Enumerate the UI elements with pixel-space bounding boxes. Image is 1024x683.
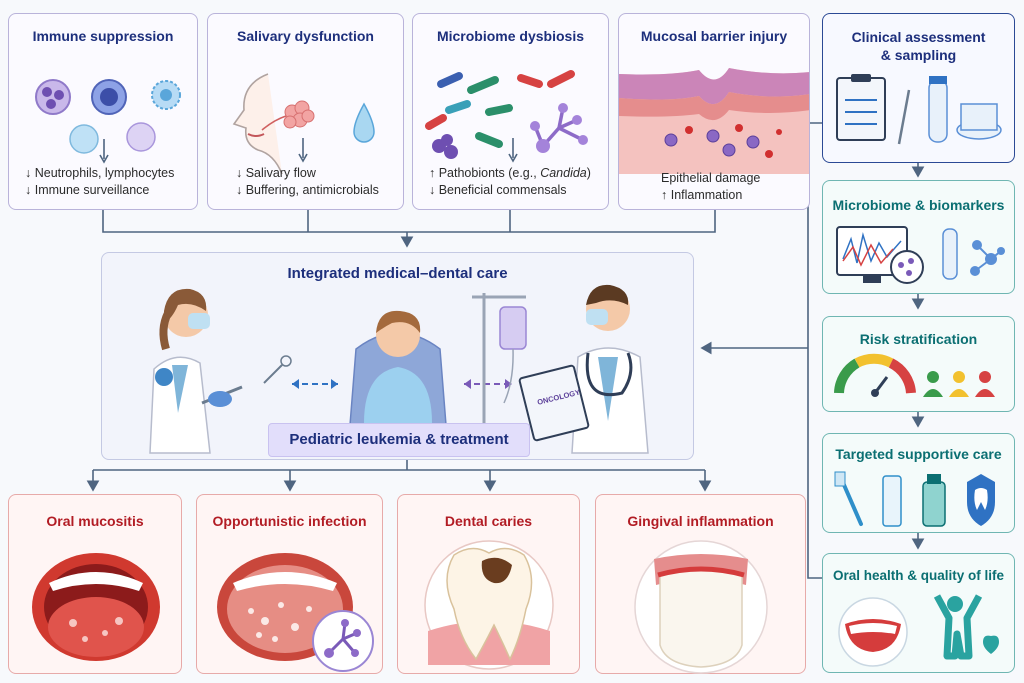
- dental-caries-card: Dental caries: [397, 494, 580, 674]
- card-title: Immune suppression: [32, 28, 174, 44]
- card-title: Oral health & quality of life: [832, 568, 1005, 583]
- care-team-illustration: ONCOLOGY: [149, 284, 649, 454]
- oral-health-quality-card: Oral health & quality of life: [822, 553, 1015, 673]
- card-title: Dental caries: [444, 513, 533, 529]
- test-tube-icon: [942, 228, 958, 280]
- card-description: ↓ Neutrophils, lymphocytes ↓ Immune surv…: [25, 166, 175, 197]
- clinical-assessment-card: Clinical assessment & sampling: [822, 13, 1015, 163]
- gauge-icon: [834, 353, 995, 397]
- card-title: Opportunistic infection: [212, 513, 367, 529]
- child-patient-icon: [349, 310, 447, 426]
- people-icon: [923, 371, 995, 397]
- card-description: ↑ Pathobionts (e.g., Candida) ↓ Benefici…: [429, 166, 591, 197]
- card-title: Microbiome & biomarkers: [832, 197, 1005, 213]
- gum-icon: [634, 540, 768, 674]
- card-title: Risk stratification: [859, 331, 978, 347]
- card-description: Epithelial damage ↑ Inflammation: [661, 171, 761, 202]
- card-title: Microbiome dysbiosis: [436, 28, 585, 44]
- oncologist-icon: ONCOLOGY: [518, 284, 649, 454]
- quality-of-life-icons: [838, 594, 999, 667]
- card-title: Targeted supportive care: [835, 446, 1002, 462]
- card-title: Clinical assessment & sampling: [851, 29, 986, 63]
- mouthwash-icon: [922, 481, 946, 527]
- open-mouth-icon: [217, 553, 374, 672]
- card-title: Gingival inflammation: [627, 513, 774, 529]
- risk-stratification-card: Risk stratification: [822, 316, 1015, 412]
- card-title: Oral mucositis: [46, 513, 144, 529]
- dentist-icon: [149, 288, 292, 454]
- water-drop-icon: [353, 102, 375, 143]
- microbiome-dysbiosis-card: Microbiome dysbiosis ↑ Pathobionts (e.g.…: [412, 13, 609, 210]
- patient-label: Pediatric leukemia & treatment: [268, 423, 530, 457]
- clipboard-icon: [836, 77, 886, 141]
- bacteria-icon: [425, 70, 588, 163]
- salivary-dysfunction-card: Salivary dysfunction ↓ Salivary flow ↓ B…: [207, 13, 404, 210]
- immune-suppression-card: Immune suppression ↓ Neutrophils, lympho…: [8, 13, 198, 210]
- iv-drip-icon: [472, 293, 527, 431]
- card-title: Salivary dysfunction: [237, 28, 374, 44]
- oral-mucositis-card: Oral mucositis: [8, 494, 182, 674]
- toothpaste-icon: [882, 475, 902, 527]
- mucosal-barrier-injury-card: Mucosal barrier injury Epithelial damage…: [618, 13, 810, 210]
- integrated-care-panel: Integrated medical–dental care: [101, 252, 694, 460]
- opportunistic-infection-card: Opportunistic infection: [196, 494, 383, 674]
- monitor-icon: [836, 226, 1005, 284]
- microbiome-biomarkers-card: Microbiome & biomarkers: [822, 180, 1015, 294]
- happy-person-icon: [933, 594, 999, 660]
- salivary-gland-icon: [232, 73, 375, 175]
- card-description: ↓ Salivary flow ↓ Buffering, antimicrobi…: [236, 166, 379, 197]
- tooth-decay-icon: [424, 540, 554, 670]
- open-mouth-icon: [32, 553, 160, 661]
- supportive-care-icons: [834, 471, 995, 527]
- gingival-inflammation-card: Gingival inflammation: [595, 494, 806, 674]
- integrated-care-title: Integrated medical–dental care: [287, 265, 508, 282]
- mucosa-tissue-icon: [619, 68, 809, 174]
- immune-cells-icon: [35, 79, 181, 164]
- card-title: Mucosal barrier injury: [640, 28, 788, 44]
- sampling-icons: [836, 74, 1002, 145]
- targeted-supportive-care-card: Targeted supportive care: [822, 433, 1015, 533]
- test-tube-icon: [928, 79, 948, 143]
- clipboard-icon: [518, 364, 590, 442]
